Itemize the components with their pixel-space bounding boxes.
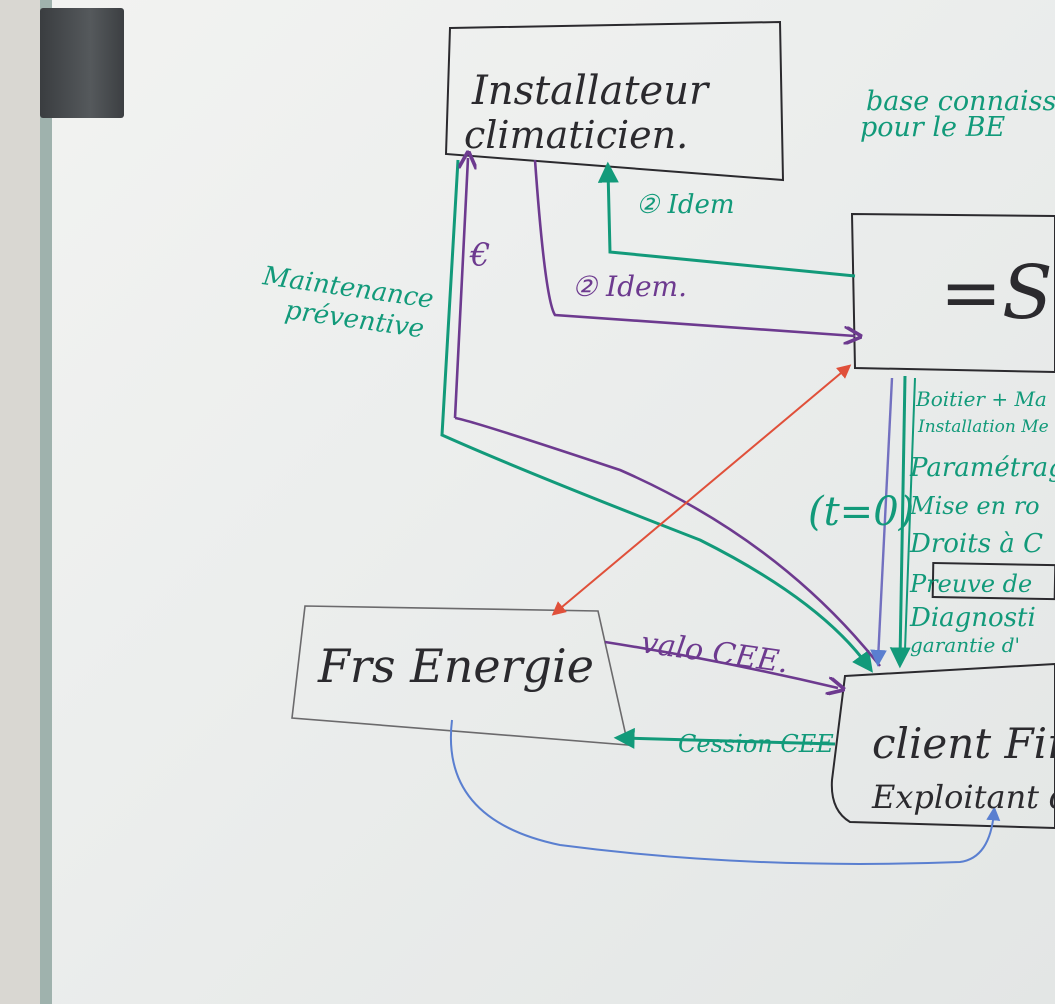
checklist-item: Diagnosti	[909, 603, 1036, 633]
green-checklist-bracket	[904, 377, 916, 651]
note-base-connaissance: base connaissan	[866, 86, 1055, 117]
installateur-line2: climaticien.	[464, 113, 688, 157]
green-maintenance-arrow	[440, 159, 873, 673]
note-cession-cee: Cession CEE	[678, 730, 834, 758]
green-t0-arrow	[889, 375, 911, 669]
installateur-box	[444, 20, 785, 182]
checklist-item: Mise en ro	[909, 492, 1040, 520]
checklist: Boitier + Ma Installation Me Paramétrag …	[909, 387, 1055, 657]
purple-idem-arrow	[533, 159, 855, 336]
purple-valo-arrow	[604, 640, 838, 688]
note-euro: €	[469, 236, 490, 274]
board-eraser	[40, 8, 124, 118]
purple-euro-arrow	[453, 158, 882, 667]
fournisseur-label: Frs Energie	[317, 639, 594, 693]
note-valo-cee: valo CEE.	[639, 625, 791, 680]
note-idem-green: ② Idem	[636, 190, 735, 220]
installateur-line1: Installateur	[471, 68, 711, 114]
purple-t0-arrow	[870, 377, 894, 667]
center-box	[850, 212, 1055, 374]
note-pour-le-be: pour le BE	[860, 112, 1005, 143]
checklist-item: Paramétrag	[909, 453, 1055, 483]
client-line2: Exploitant d	[871, 778, 1055, 816]
checklist-item: Boitier + Ma	[915, 387, 1047, 411]
client-box	[830, 662, 1055, 830]
note-idem-purple: ② Idem.	[572, 270, 687, 303]
blue-energy-arrow	[449, 719, 1001, 865]
checklist-item: Preuve de	[909, 570, 1032, 598]
green-cession-arrow	[613, 727, 836, 749]
red-bidirectional-arrow	[551, 364, 852, 616]
note-t0: (t=0)	[808, 489, 914, 535]
checklist-item: Installation Me	[917, 417, 1049, 437]
checklist-item: garantie d'	[910, 633, 1020, 657]
green-idem-arrow	[597, 161, 856, 278]
center-label: =S	[940, 250, 1053, 336]
client-line1: client Fin	[872, 719, 1055, 768]
checklist-item: Droits à C	[909, 529, 1043, 559]
